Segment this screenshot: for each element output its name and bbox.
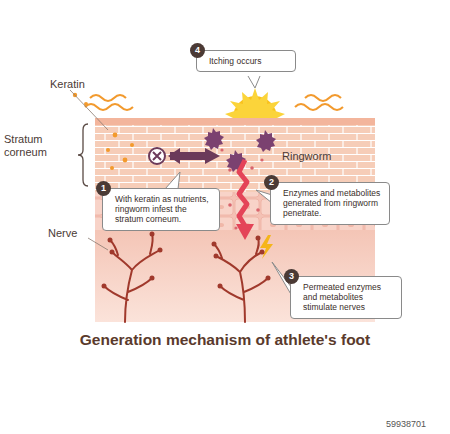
nerve-ending (102, 232, 271, 289)
diagram-title: Generation mechanism of athlete's foot (0, 330, 450, 349)
part-label: Ringworm (282, 150, 332, 162)
callout-box: 2Enzymes and metabolites generated from … (270, 182, 390, 225)
itch-wave (85, 104, 133, 110)
callout-text: Permeated enzymes and metabolites stimul… (303, 282, 395, 313)
callout-number: 1 (96, 181, 111, 196)
callout-text: Enzymes and metabolites generated from r… (283, 188, 383, 219)
keratin-dots (73, 93, 134, 170)
nerve (104, 234, 268, 322)
itch-wave (305, 95, 341, 101)
callout-number: 2 (264, 175, 279, 190)
itch-wave (90, 95, 126, 101)
part-label: Keratin (50, 78, 85, 90)
leader-line (88, 238, 108, 250)
callout-box: 3Permeated enzymes and metabolites stimu… (290, 276, 402, 319)
callout-number: 4 (190, 43, 205, 58)
penetration-arrow (236, 224, 254, 240)
watermark-id: 59938701 (386, 419, 426, 429)
part-label: Stratum corneum (4, 133, 76, 158)
skin-surface (95, 118, 375, 125)
lightning (260, 235, 273, 259)
callout-tail (165, 76, 292, 296)
callout-text: Itching occurs (209, 56, 289, 66)
itch-wave (295, 104, 343, 110)
callout-box: 4Itching occurs (196, 50, 296, 72)
part-label: Nerve (48, 227, 77, 239)
penetration-arrow (239, 160, 247, 226)
callout-text: With keratin as nutrients, ringworm infe… (115, 194, 213, 225)
bracket (78, 124, 88, 186)
feeding-arrow (149, 148, 220, 164)
callout-box: 1With keratin as nutrients, ringworm inf… (102, 188, 220, 231)
callout-number: 3 (284, 269, 299, 284)
itch-burst (225, 88, 285, 118)
leader-line (70, 90, 108, 130)
metabolite-dots (220, 148, 263, 229)
